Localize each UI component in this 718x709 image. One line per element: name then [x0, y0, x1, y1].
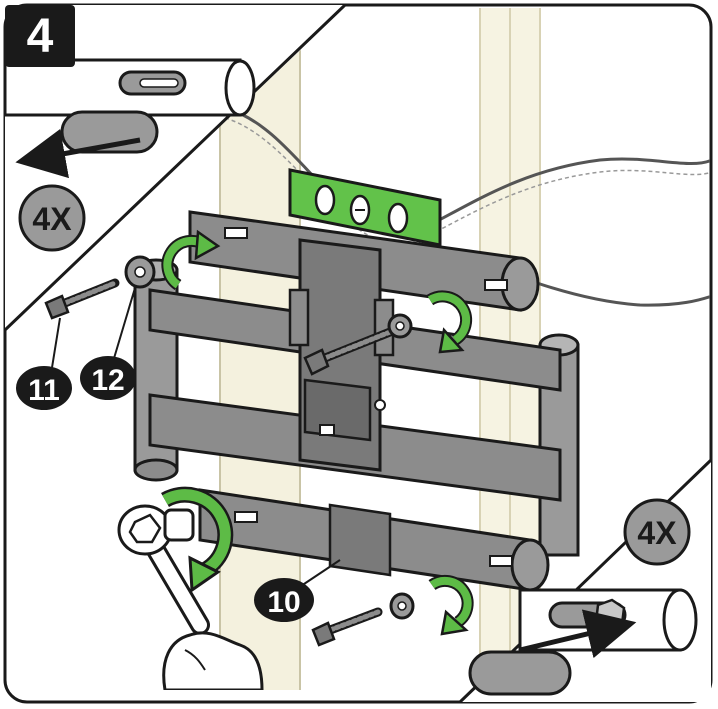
bubble-level: [288, 168, 442, 247]
part-callout-11: 11: [16, 366, 72, 410]
leader-12: [111, 287, 136, 366]
multiplier-badge-top: [18, 184, 86, 252]
bolt-head: [594, 598, 626, 632]
inset-top-left: 4X: [3, 3, 347, 332]
rotation-arrow-upper-right: [426, 290, 473, 354]
part-label-12: 12: [91, 364, 124, 397]
lag-bolt-part: [44, 278, 120, 320]
part-callout-10: 10: [254, 578, 314, 622]
lag-bolt-mid: [303, 313, 413, 376]
socket-wrench: [117, 504, 210, 635]
main-scene: [44, 8, 710, 690]
rotation-arrow-lower-right: [428, 574, 474, 636]
wall-plate-lower: [198, 488, 550, 592]
slide-arrow-right: [519, 609, 637, 659]
multiplier-text-bottom: 4X: [637, 515, 677, 551]
inset-bottom-right: 4X: [458, 458, 713, 704]
rotation-arrow-upper-left: [161, 229, 221, 290]
part-label-10: 10: [267, 586, 300, 619]
hand: [162, 631, 264, 690]
step-number: 4: [27, 10, 54, 63]
rotation-arrow-wrench: [161, 486, 234, 593]
lag-bolt-lower: [311, 592, 415, 647]
part-label-11: 11: [28, 374, 60, 407]
slide-arrow-left: [15, 128, 141, 179]
step-number-tab: [5, 5, 75, 67]
washer-part: [124, 255, 156, 289]
part-callout-12: 12: [80, 356, 136, 400]
slot-oval-lower: [468, 650, 572, 696]
multiplier-text-top: 4X: [32, 201, 72, 237]
multiplier-badge-bottom: [623, 498, 691, 566]
